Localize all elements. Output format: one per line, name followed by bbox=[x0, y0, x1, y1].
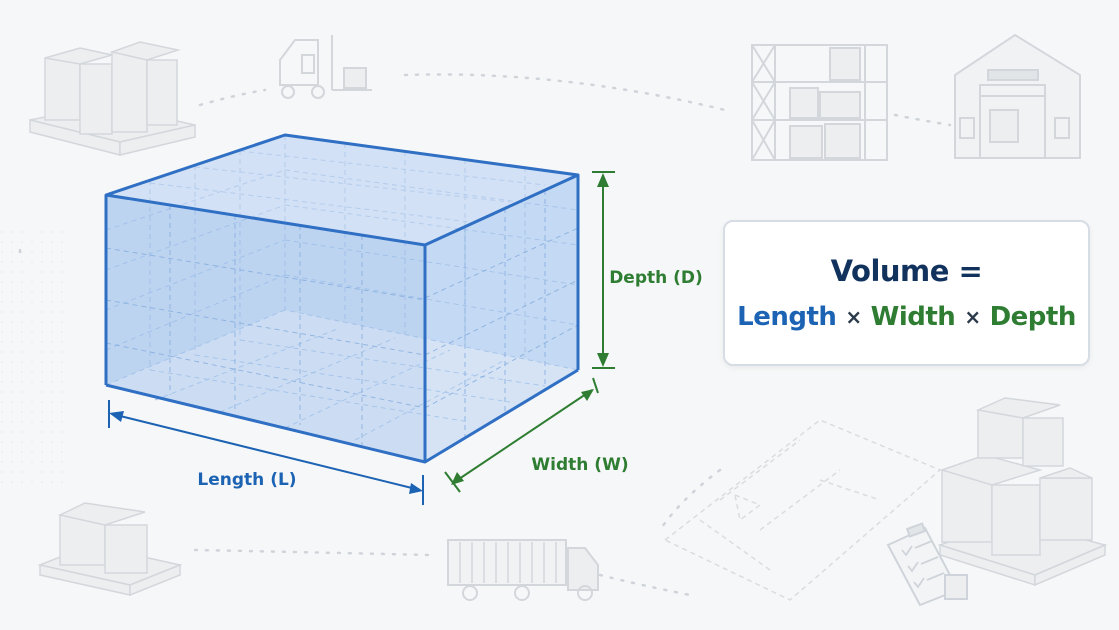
formula-times-sign: × bbox=[964, 305, 981, 329]
box-front-face bbox=[106, 195, 425, 462]
stacked-boxes-icon bbox=[937, 397, 1108, 587]
formula-depth-term: Depth bbox=[989, 302, 1077, 332]
formula-card: Volume = Length × Width × Depth bbox=[723, 220, 1090, 366]
width-label: Width (W) bbox=[531, 455, 628, 475]
length-label: Length (L) bbox=[197, 470, 296, 490]
depth-label: Depth (D) bbox=[609, 268, 703, 288]
box-side-face bbox=[425, 175, 578, 462]
dot-texture bbox=[0, 230, 70, 490]
small-pallet-icon bbox=[37, 502, 183, 597]
formula-expression: Length × Width × Depth bbox=[737, 302, 1076, 332]
truck-icon bbox=[447, 539, 599, 601]
warehouse-rack-icon bbox=[751, 44, 888, 161]
formula-length-term: Length bbox=[737, 302, 837, 332]
depth-dimension-arrow bbox=[592, 171, 615, 369]
pallet-boxes-icon bbox=[29, 41, 196, 156]
warehouse-building-icon bbox=[954, 33, 1081, 159]
checklist-icon bbox=[886, 522, 968, 607]
floor-plan-icon bbox=[663, 419, 942, 601]
formula-title: Volume = bbox=[830, 254, 983, 288]
length-dimension-arrow bbox=[108, 400, 424, 505]
formula-width-term: Width bbox=[870, 302, 956, 332]
formula-times-sign: × bbox=[845, 305, 862, 329]
box-top-face bbox=[106, 135, 578, 245]
forklift-icon bbox=[279, 35, 372, 99]
width-dimension-arrow bbox=[444, 377, 599, 493]
volume-box bbox=[104, 133, 580, 464]
